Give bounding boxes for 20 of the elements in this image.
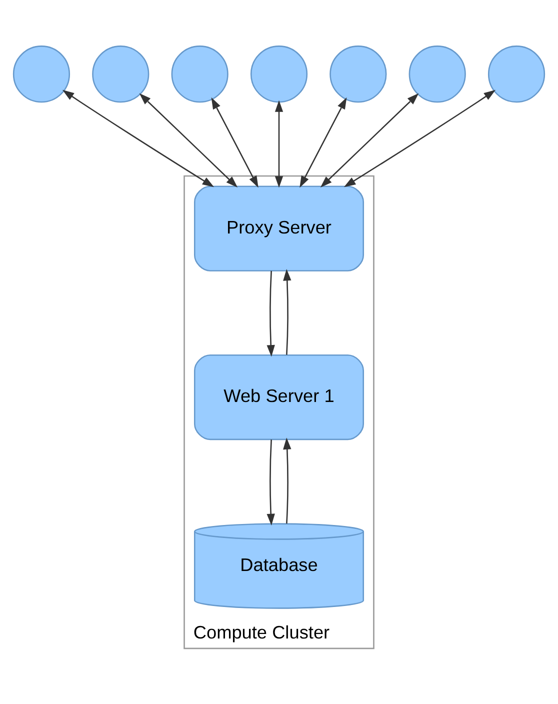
arrow bbox=[62, 89, 214, 187]
arrow bbox=[344, 89, 496, 187]
arrow bbox=[283, 437, 292, 524]
arrow bbox=[266, 439, 275, 525]
arrow bbox=[300, 96, 347, 188]
node-circle bbox=[12, 45, 70, 102]
arrow bbox=[274, 100, 284, 188]
arrow bbox=[211, 96, 258, 188]
node-circle bbox=[408, 45, 466, 102]
node-box: Proxy Server bbox=[194, 185, 364, 271]
arrow bbox=[283, 268, 292, 354]
node-circle bbox=[250, 45, 308, 102]
arrow bbox=[139, 92, 238, 188]
node-circle bbox=[92, 45, 150, 102]
node-circle bbox=[488, 45, 546, 102]
arrow bbox=[320, 92, 419, 188]
node-circle bbox=[330, 45, 387, 102]
arrow bbox=[266, 270, 275, 356]
node-box: Web Server 1 bbox=[194, 354, 364, 440]
node-circle bbox=[171, 45, 228, 102]
